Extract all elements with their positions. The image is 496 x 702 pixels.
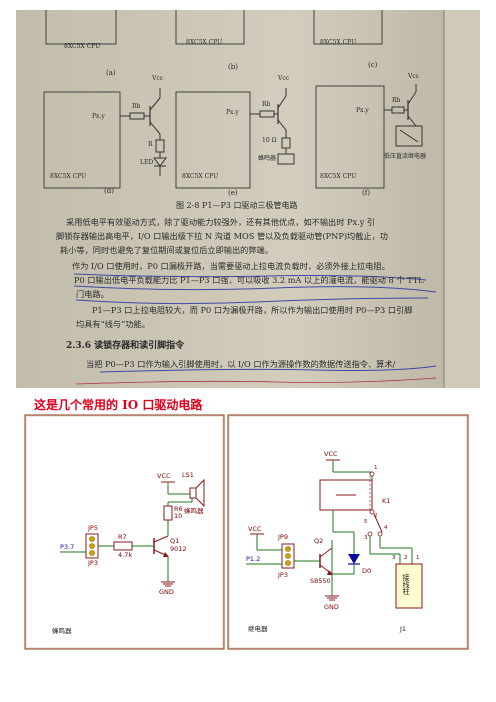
relay-pin-1: 1 <box>374 465 378 471</box>
ls1-label: LS1 <box>182 471 194 479</box>
fig-header-a: 8XC5X CPU <box>64 43 101 50</box>
pxy-label-f: Px.y <box>356 107 369 114</box>
vcc-label-d: Vcc <box>152 75 164 82</box>
fig-label-a: (a) <box>106 69 116 77</box>
paragraph-line-3: 耗小等，同时也避免了复位期间或复位后立即输出的弊端。 <box>60 245 273 255</box>
fig-label-f: (f) <box>362 189 371 197</box>
terminal-label: 接线柱 <box>402 574 410 595</box>
relay-jp3-label: JP3 <box>278 571 288 579</box>
jp9-label: JP9 <box>278 533 288 541</box>
relay-panel-frame <box>227 414 469 650</box>
rb-label-d: Rb <box>132 103 141 110</box>
d0-label: D0 <box>362 567 372 575</box>
r6-label: R6 <box>174 505 183 513</box>
section-caption: 这是几个常用的 IO 口驱动电路 <box>34 398 203 412</box>
p37-label: P3.7 <box>60 543 75 551</box>
rb-label-f: Rb <box>392 97 401 104</box>
fig-label-e: (e) <box>228 189 238 197</box>
buzzer-component-label: 蜂鸣器 <box>184 507 204 515</box>
ten-ohm-label: 10 Ω <box>262 137 277 144</box>
paragraph-line-8: 均具有“线与”功能。 <box>76 319 150 329</box>
fig-label-d: (d) <box>104 187 114 195</box>
terminal-pin-1: 1 <box>416 555 420 561</box>
q2-label: Q2 <box>314 537 324 545</box>
k1-label: K1 <box>382 497 391 505</box>
relay-gnd-label: GND <box>324 603 339 611</box>
paragraph-line-1: 采用低电平有效驱动方式，除了驱动能力较强外，还有其他优点，如不输出时 Px.y … <box>66 217 376 227</box>
buzzer-ls1 <box>189 487 197 499</box>
relay-vcc-top-label: VCC <box>324 450 338 458</box>
relay-footer: 继电器 <box>248 625 268 633</box>
p12-label: P1.2 <box>246 555 261 563</box>
header-jp9 <box>281 543 295 569</box>
terminal-pin-3: 3 <box>392 555 396 561</box>
buzzer-label-e: 蜂鸣器 <box>258 155 277 162</box>
jp5-label: JP5 <box>88 524 98 532</box>
figure-caption: 图 2-8 P1—P3 口驱动三极管电路 <box>176 201 298 210</box>
r6-value: 10 <box>174 512 183 520</box>
vcc-label-f: Vcc <box>408 73 420 80</box>
vcc-label-e: Vcc <box>278 75 290 82</box>
terminal-block-j1 <box>395 563 423 609</box>
pxy-label-e: Px.y <box>226 109 239 116</box>
textbook-photo-drawing <box>16 10 480 388</box>
paragraph-line-7: P1—P3 口上拉电阻较大，而 P0 口为漏极开路，所以作为输出口使用时 P0—… <box>92 305 413 315</box>
r-label-d: R <box>148 141 153 148</box>
r7-label: R7 <box>118 533 127 541</box>
buzzer-vcc-label: VCC <box>157 472 171 480</box>
fig-header-c: 8XC5X CPU <box>320 39 357 46</box>
paragraph-line-5: P0 口输出低电平负载能力比 P1—P3 口强，可以吸收 3.2 mA 以上的灌… <box>74 275 424 285</box>
relay-label-f: 低压直流继电器 <box>384 153 427 160</box>
fig-label-c: (c) <box>368 61 378 69</box>
terminal-pin-2: 2 <box>404 555 408 561</box>
textbook-photo: 8XC5X CPU 8XC5X CPU 8XC5X CPU (a) (b) (c… <box>16 10 480 388</box>
q1-label: Q1 <box>170 537 180 545</box>
rb-label-e: Rb <box>262 101 271 108</box>
header-jp5 <box>85 533 99 559</box>
q1-type: 9012 <box>170 545 187 553</box>
relay-k1-coil <box>319 479 373 511</box>
cpu-label-f: 8XC5X CPU <box>320 173 357 180</box>
resistor-r6 <box>163 505 173 521</box>
j1-label: J1 <box>400 625 407 633</box>
relay-vcc-left-label: VCC <box>248 525 262 533</box>
buzzer-panel-frame <box>24 414 225 650</box>
resistor-r7 <box>113 541 133 551</box>
paragraph-line-4: 作为 I/O 口使用时，P0 口漏极开路，当需要驱动上拉电流负载时，必须外接上拉… <box>72 261 390 271</box>
schematics-drawing <box>24 414 469 650</box>
fig-header-b: 8XC5X CPU <box>186 39 223 46</box>
schematics: VCC LS1 R6 10 蜂鸣器 JP5 JP3 P3.7 R7 4.7k Q… <box>24 414 469 650</box>
q2-type: S8550 <box>310 577 331 585</box>
buzzer-footer: 蜂鸣器 <box>52 627 72 635</box>
r7-value: 4.7k <box>118 551 133 559</box>
relay-pin-4: 4 <box>384 525 388 531</box>
section-title: 2.3.6 读锁存器和读引脚指令 <box>66 341 185 351</box>
section-line: 当把 P0—P3 口作为输入引脚使用时，以 I/O 口作为源操作数的数据传送指令… <box>86 359 396 369</box>
buzzer-gnd-label: GND <box>159 588 174 596</box>
relay-pin-5: 5 <box>364 519 368 525</box>
paragraph-line-6: 门电路。 <box>76 289 109 299</box>
led-label: LED <box>140 159 154 166</box>
relay-pin-2: 2 <box>374 513 378 519</box>
diode-d0 <box>348 554 360 564</box>
cpu-label-e: 8XC5X CPU <box>182 173 219 180</box>
cpu-label-d: 8XC5X CPU <box>50 173 87 180</box>
buzzer-jp3-label: JP3 <box>88 559 98 567</box>
pxy-label-d: Px.y <box>92 113 105 120</box>
fig-label-b: (b) <box>228 63 238 71</box>
paragraph-line-2: 脚锁存器输出高电平，I/O 口输出级下拉 N 沟道 MOS 管以及负载驱动管(P… <box>56 231 388 241</box>
relay-pin-3: 3 <box>364 535 368 541</box>
